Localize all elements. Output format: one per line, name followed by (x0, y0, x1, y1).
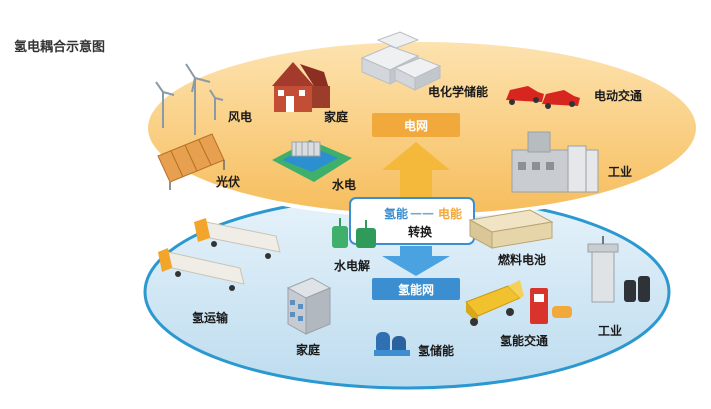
convert-word: 转换 (408, 224, 433, 239)
house-icon (272, 62, 330, 112)
hydro-dam-icon (272, 140, 352, 182)
hydrogen-network-box (372, 278, 460, 300)
battery-storage-icon (360, 31, 442, 91)
fuel-cell-icon (468, 209, 554, 249)
down-arrow (382, 246, 450, 276)
label-solar: 光伏 (215, 174, 240, 189)
up-arrow (382, 142, 450, 200)
dump-truck-icon (465, 280, 524, 326)
label-wind: 风电 (228, 109, 252, 124)
electrolyzer-icon (332, 218, 376, 248)
electric-car-icon (506, 86, 580, 109)
wind-turbine-icon (155, 63, 224, 135)
label-electrolysis: 水电解 (334, 258, 370, 273)
label-home-grid: 家庭 (324, 109, 348, 124)
label-home-h2: 家庭 (296, 342, 320, 357)
building-icon (286, 277, 332, 335)
label-fuel-cell: 燃料电池 (498, 252, 546, 267)
hydrogen-word: 氢能 (384, 206, 408, 221)
grid-network-label: 电网 (404, 118, 428, 133)
industrial-tower-icon (587, 236, 650, 303)
diagram-title: 氢电耦合示意图 (14, 40, 106, 55)
grid-network-box (372, 113, 460, 137)
hydrogen-storage-icon (374, 332, 410, 356)
label-h2-transport: 氢运输 (192, 310, 229, 325)
conversion-dash: —— (410, 206, 434, 220)
solar-panel-icon (157, 133, 225, 190)
electric-word: 电能 (438, 206, 462, 221)
factory-icon (511, 131, 599, 193)
label-battery-storage: 电化学储能 (428, 84, 488, 99)
label-industry-h2: 工业 (598, 323, 622, 338)
label-hydro: 水电 (332, 177, 356, 192)
tanker-truck-icon (158, 218, 281, 291)
label-h2-traffic: 氢能交通 (500, 333, 548, 348)
fuel-pump-icon (530, 288, 572, 324)
label-industry-grid: 工业 (608, 164, 632, 179)
label-ev: 电动交通 (594, 88, 642, 103)
label-h2-storage: 氢储能 (418, 343, 454, 358)
hydrogen-network-label: 氢能网 (398, 282, 434, 297)
